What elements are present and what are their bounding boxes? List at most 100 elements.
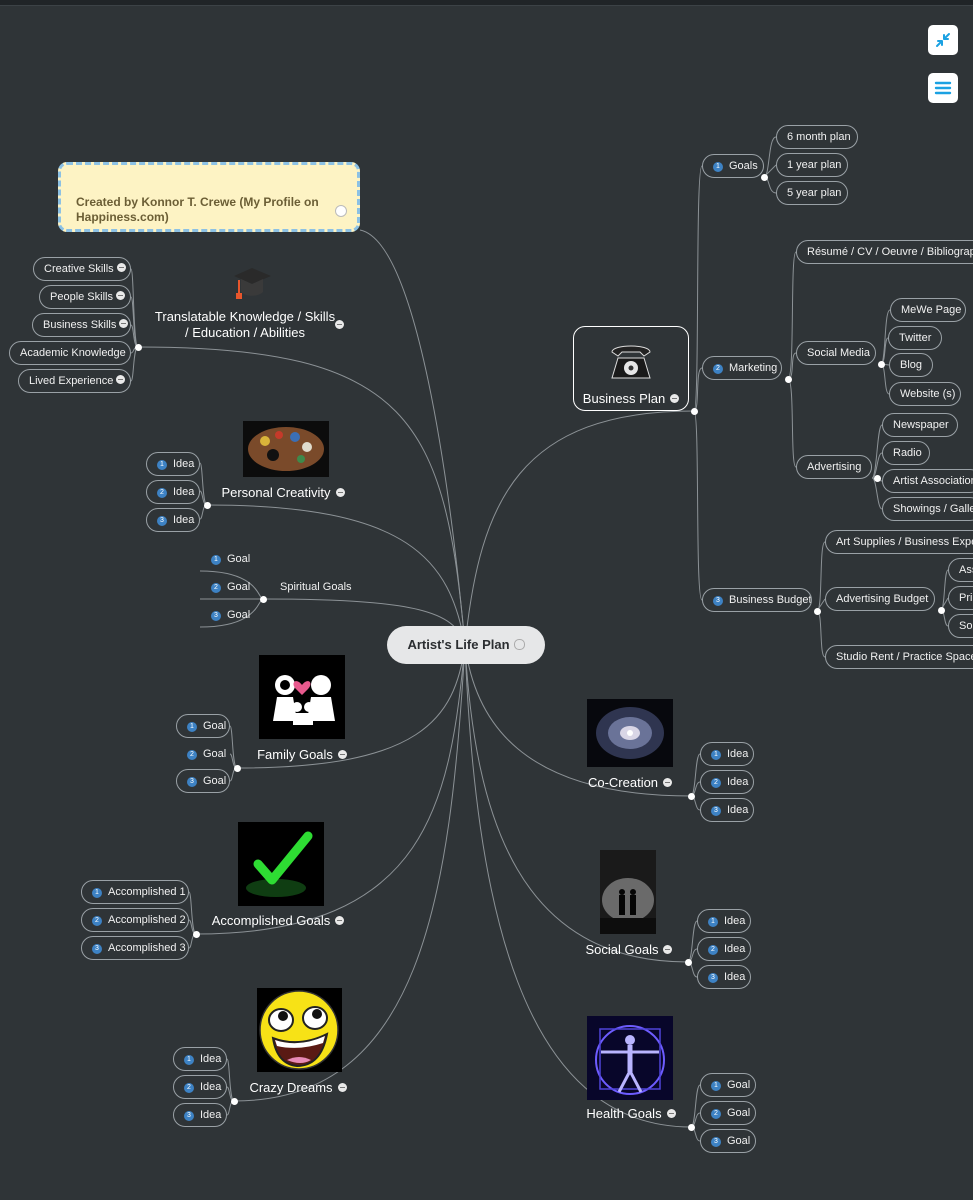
external-link-icon[interactable] [335, 205, 347, 217]
subtopic-pill[interactable]: Academic Knowledge [9, 341, 131, 365]
subtopic-label: Idea [173, 458, 195, 470]
topic-accomplished-goals[interactable]: Accomplished Goals [203, 913, 353, 928]
topic-personal-creativity[interactable]: Personal Creativity [213, 485, 353, 500]
subtopic-advertising[interactable]: Advertising [796, 455, 872, 479]
collapse-dot[interactable] [760, 173, 768, 181]
collapse-dot[interactable] [230, 1097, 238, 1105]
topic-crazy-dreams[interactable]: Crazy Dreams [240, 1080, 356, 1095]
subtopic-label: Goal [203, 748, 227, 760]
collapse-button[interactable] [928, 25, 958, 55]
subtopic-pill[interactable]: 1 year plan [776, 153, 848, 177]
subtopic-pill[interactable]: Blog [889, 353, 933, 377]
subtopic-label: Goals [729, 160, 758, 172]
subtopic-pill[interactable]: Twitter [888, 326, 942, 350]
collapse-dot[interactable] [259, 595, 267, 603]
topic-knowledge[interactable]: Translatable Knowledge / Skills/ Educati… [150, 309, 340, 341]
subtopic-pill[interactable]: 5 year plan [776, 181, 848, 205]
subtopic-social-media[interactable]: Social Media [796, 341, 876, 365]
topic-label: Health Goals [586, 1106, 662, 1121]
subtopic-pill[interactable]: Artist Association [882, 469, 973, 493]
topic-family-goals[interactable]: Family Goals [245, 747, 359, 762]
subtopic-pill[interactable]: Ass [948, 558, 973, 582]
subtopic-label: Accomplished 1 [108, 886, 186, 898]
collapse-dot[interactable] [873, 474, 881, 482]
collapse-dot[interactable] [813, 607, 821, 615]
subtopic-pill[interactable]: Radio [882, 441, 930, 465]
subtopic-advertising-budget[interactable]: Advertising Budget [825, 587, 935, 611]
subtopic-pill[interactable]: Résumé / CV / Oeuvre / Bibliography [796, 240, 973, 264]
subtopic-pill[interactable]: Art Supplies / Business Expenses [825, 530, 973, 554]
topic-note-icon [337, 750, 347, 759]
topic-spiritual-goals[interactable]: Spiritual Goals [280, 581, 352, 593]
subtopic-pill[interactable]: Newspaper [882, 413, 958, 437]
subtopic-pill[interactable]: People Skills [39, 285, 131, 309]
collapse-dot[interactable] [784, 375, 792, 383]
top-bar [0, 0, 973, 6]
collapse-dot[interactable] [203, 501, 211, 509]
collapse-dot[interactable] [192, 930, 200, 938]
subtopic-label: Idea [200, 1053, 222, 1065]
creator-note[interactable]: Created by Konnor T. Crewe (My Profile o… [58, 162, 360, 232]
collapse-dot[interactable] [877, 360, 885, 368]
collapse-dot[interactable] [690, 407, 698, 415]
subtopic-pill[interactable]: 6 month plan [776, 125, 858, 149]
hamburger-menu-icon [934, 81, 952, 95]
subtopic-pill[interactable]: Prin [948, 586, 973, 610]
topic-social-goals[interactable]: Social Goals [576, 942, 682, 957]
subtopic-pill[interactable]: Creative Skills [33, 257, 131, 281]
collapse-dot[interactable] [233, 764, 241, 772]
collapse-dot[interactable] [687, 1123, 695, 1131]
menu-button[interactable] [928, 73, 958, 103]
topic-business-plan[interactable] [573, 326, 689, 411]
topic-co-creation[interactable]: Co-Creation [577, 775, 683, 790]
collapse-dot[interactable] [134, 343, 142, 351]
topic-note-icon [116, 263, 126, 272]
priority-1-badge: 1 [187, 722, 197, 732]
collapse-dot[interactable] [687, 792, 695, 800]
central-topic-label: Artist's Life Plan [407, 637, 510, 652]
subtopic-pill[interactable]: Showings / Gallery [882, 497, 973, 521]
subtopic-pill[interactable]: Business Skills [32, 313, 131, 337]
collapse-dot[interactable] [937, 606, 945, 614]
topic-label: Business Plan [582, 391, 666, 406]
subtopic-pill[interactable]: Studio Rent / Practice Space [825, 645, 973, 669]
subtopic-label: Accomplished 2 [108, 914, 186, 926]
subtopic-pill[interactable]: MeWe Page [890, 298, 966, 322]
central-topic[interactable]: Artist's Life Plan [387, 626, 545, 664]
subtopic-pill[interactable]: Soc [948, 614, 973, 638]
topic-health-goals[interactable]: Health Goals [576, 1106, 686, 1121]
subtopic-pill[interactable]: Lived Experience [18, 369, 131, 393]
subtopic-pill[interactable]: Website (s) [889, 382, 961, 406]
priority-3-badge: 3 [711, 806, 721, 816]
collapse-dot[interactable] [684, 958, 692, 966]
priority-1-badge: 1 [711, 750, 721, 760]
